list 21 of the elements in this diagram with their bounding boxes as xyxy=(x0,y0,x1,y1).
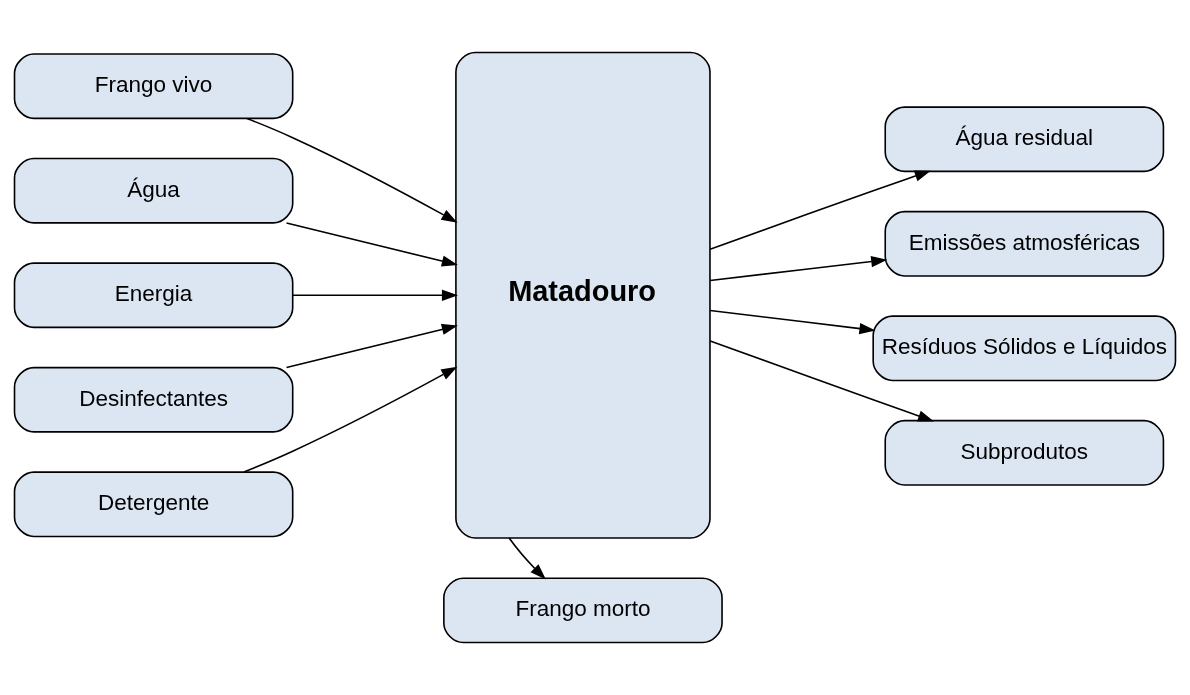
node-box: Matadouro xyxy=(455,51,711,539)
node-box: Subprodutos xyxy=(884,419,1165,486)
arrow xyxy=(508,537,546,580)
node-box: Frango vivo xyxy=(13,53,294,120)
arrow xyxy=(285,222,458,267)
arrow xyxy=(709,340,935,422)
arrow xyxy=(709,309,876,335)
arrow xyxy=(243,366,458,473)
arrow xyxy=(709,170,931,251)
node-box: Emissões atmosféricas xyxy=(884,210,1165,277)
arrow xyxy=(246,117,458,223)
arrow xyxy=(292,289,459,301)
arrow xyxy=(709,255,888,282)
node-box: Resíduos Sólidos e Líquidos xyxy=(872,315,1177,382)
node-box: Água xyxy=(13,157,294,224)
node-box: Energia xyxy=(13,262,294,329)
node-box: Desinfectantes xyxy=(13,366,294,433)
node-box: Frango morto xyxy=(443,577,723,644)
node-box: Água residual xyxy=(884,106,1165,173)
arrow xyxy=(285,323,458,369)
node-box: Detergente xyxy=(13,471,294,538)
